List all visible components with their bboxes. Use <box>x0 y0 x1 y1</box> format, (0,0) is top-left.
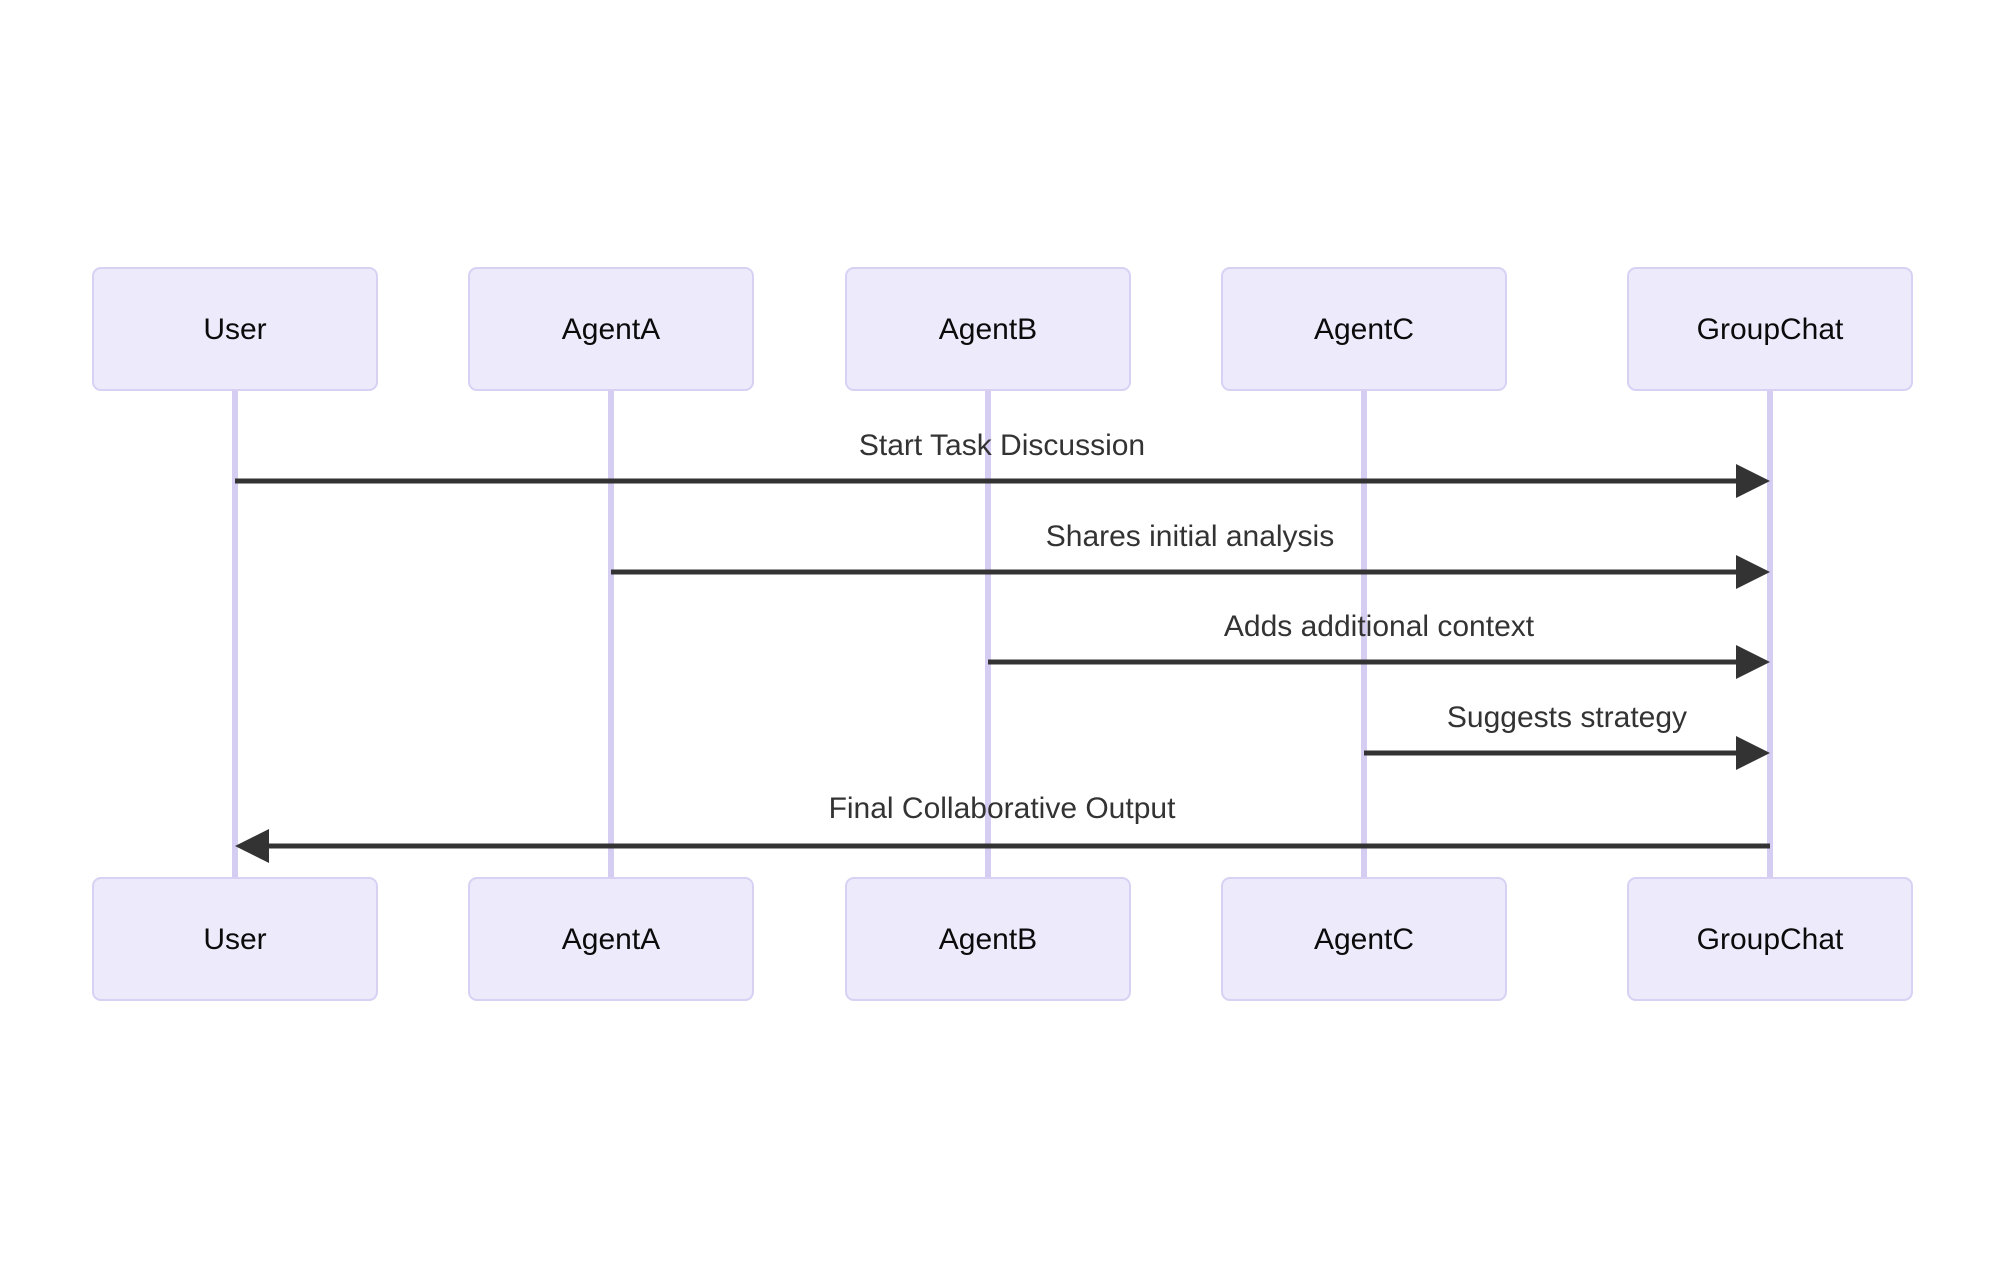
message-arrowhead-right-1 <box>1736 464 1770 498</box>
actor-rect <box>1221 877 1507 1001</box>
message-3[interactable]: Adds additional context <box>988 610 1770 679</box>
actor-box-agenta-top[interactable]: AgentA <box>468 267 754 391</box>
actor-box-agentc-top[interactable]: AgentC <box>1221 267 1507 391</box>
actor-box-groupchat-bottom[interactable]: GroupChat <box>1627 877 1913 1001</box>
lifelines-group <box>232 390 1773 878</box>
actor-rect <box>92 877 378 1001</box>
actor-box-agentb-top[interactable]: AgentB <box>845 267 1131 391</box>
actor-rect <box>92 267 378 391</box>
message-arrowhead-right-3 <box>1736 645 1770 679</box>
actor-rect <box>468 267 754 391</box>
message-2[interactable]: Shares initial analysis <box>611 520 1770 589</box>
message-arrowhead-right-2 <box>1736 555 1770 589</box>
actor-rect <box>845 877 1131 1001</box>
message-1[interactable]: Start Task Discussion <box>235 429 1770 498</box>
actor-box-agentb-bottom[interactable]: AgentB <box>845 877 1131 1001</box>
actor-label-user-top: User <box>203 313 266 346</box>
actor-label-agentc-top: AgentC <box>1314 313 1414 346</box>
message-arrowhead-right-4 <box>1736 736 1770 770</box>
actor-box-agenta-bottom[interactable]: AgentA <box>468 877 754 1001</box>
actor-label-groupchat-bottom: GroupChat <box>1697 923 1844 956</box>
message-label-adds-additional-context: Adds additional context <box>1224 610 1535 643</box>
actor-box-user-top[interactable]: User <box>92 267 378 391</box>
actor-rect <box>468 877 754 1001</box>
actor-label-user-bottom: User <box>203 923 266 956</box>
actor-label-agentb-bottom: AgentB <box>939 923 1037 956</box>
actor-rect <box>1627 267 1913 391</box>
message-4[interactable]: Suggests strategy <box>1364 701 1770 770</box>
actor-rect <box>845 267 1131 391</box>
actor-rect <box>1627 877 1913 1001</box>
actor-label-agentc-bottom: AgentC <box>1314 923 1414 956</box>
message-5[interactable]: Final Collaborative Output <box>235 792 1770 863</box>
message-arrowhead-left-5 <box>235 829 269 863</box>
actor-label-agentb-top: AgentB <box>939 313 1037 346</box>
actor-label-agenta-bottom: AgentA <box>562 923 660 956</box>
actor-box-agentc-bottom[interactable]: AgentC <box>1221 877 1507 1001</box>
actor-rect <box>1221 267 1507 391</box>
actor-box-groupchat-top[interactable]: GroupChat <box>1627 267 1913 391</box>
actor-label-agenta-top: AgentA <box>562 313 660 346</box>
message-label-final-collaborative-output: Final Collaborative Output <box>829 792 1177 825</box>
actor-box-user-bottom[interactable]: User <box>92 877 378 1001</box>
actor-label-groupchat-top: GroupChat <box>1697 313 1844 346</box>
message-label-shares-initial-analysis: Shares initial analysis <box>1046 520 1334 553</box>
message-label-suggests-strategy: Suggests strategy <box>1447 701 1687 734</box>
message-label-start-task-discussion: Start Task Discussion <box>859 429 1145 462</box>
